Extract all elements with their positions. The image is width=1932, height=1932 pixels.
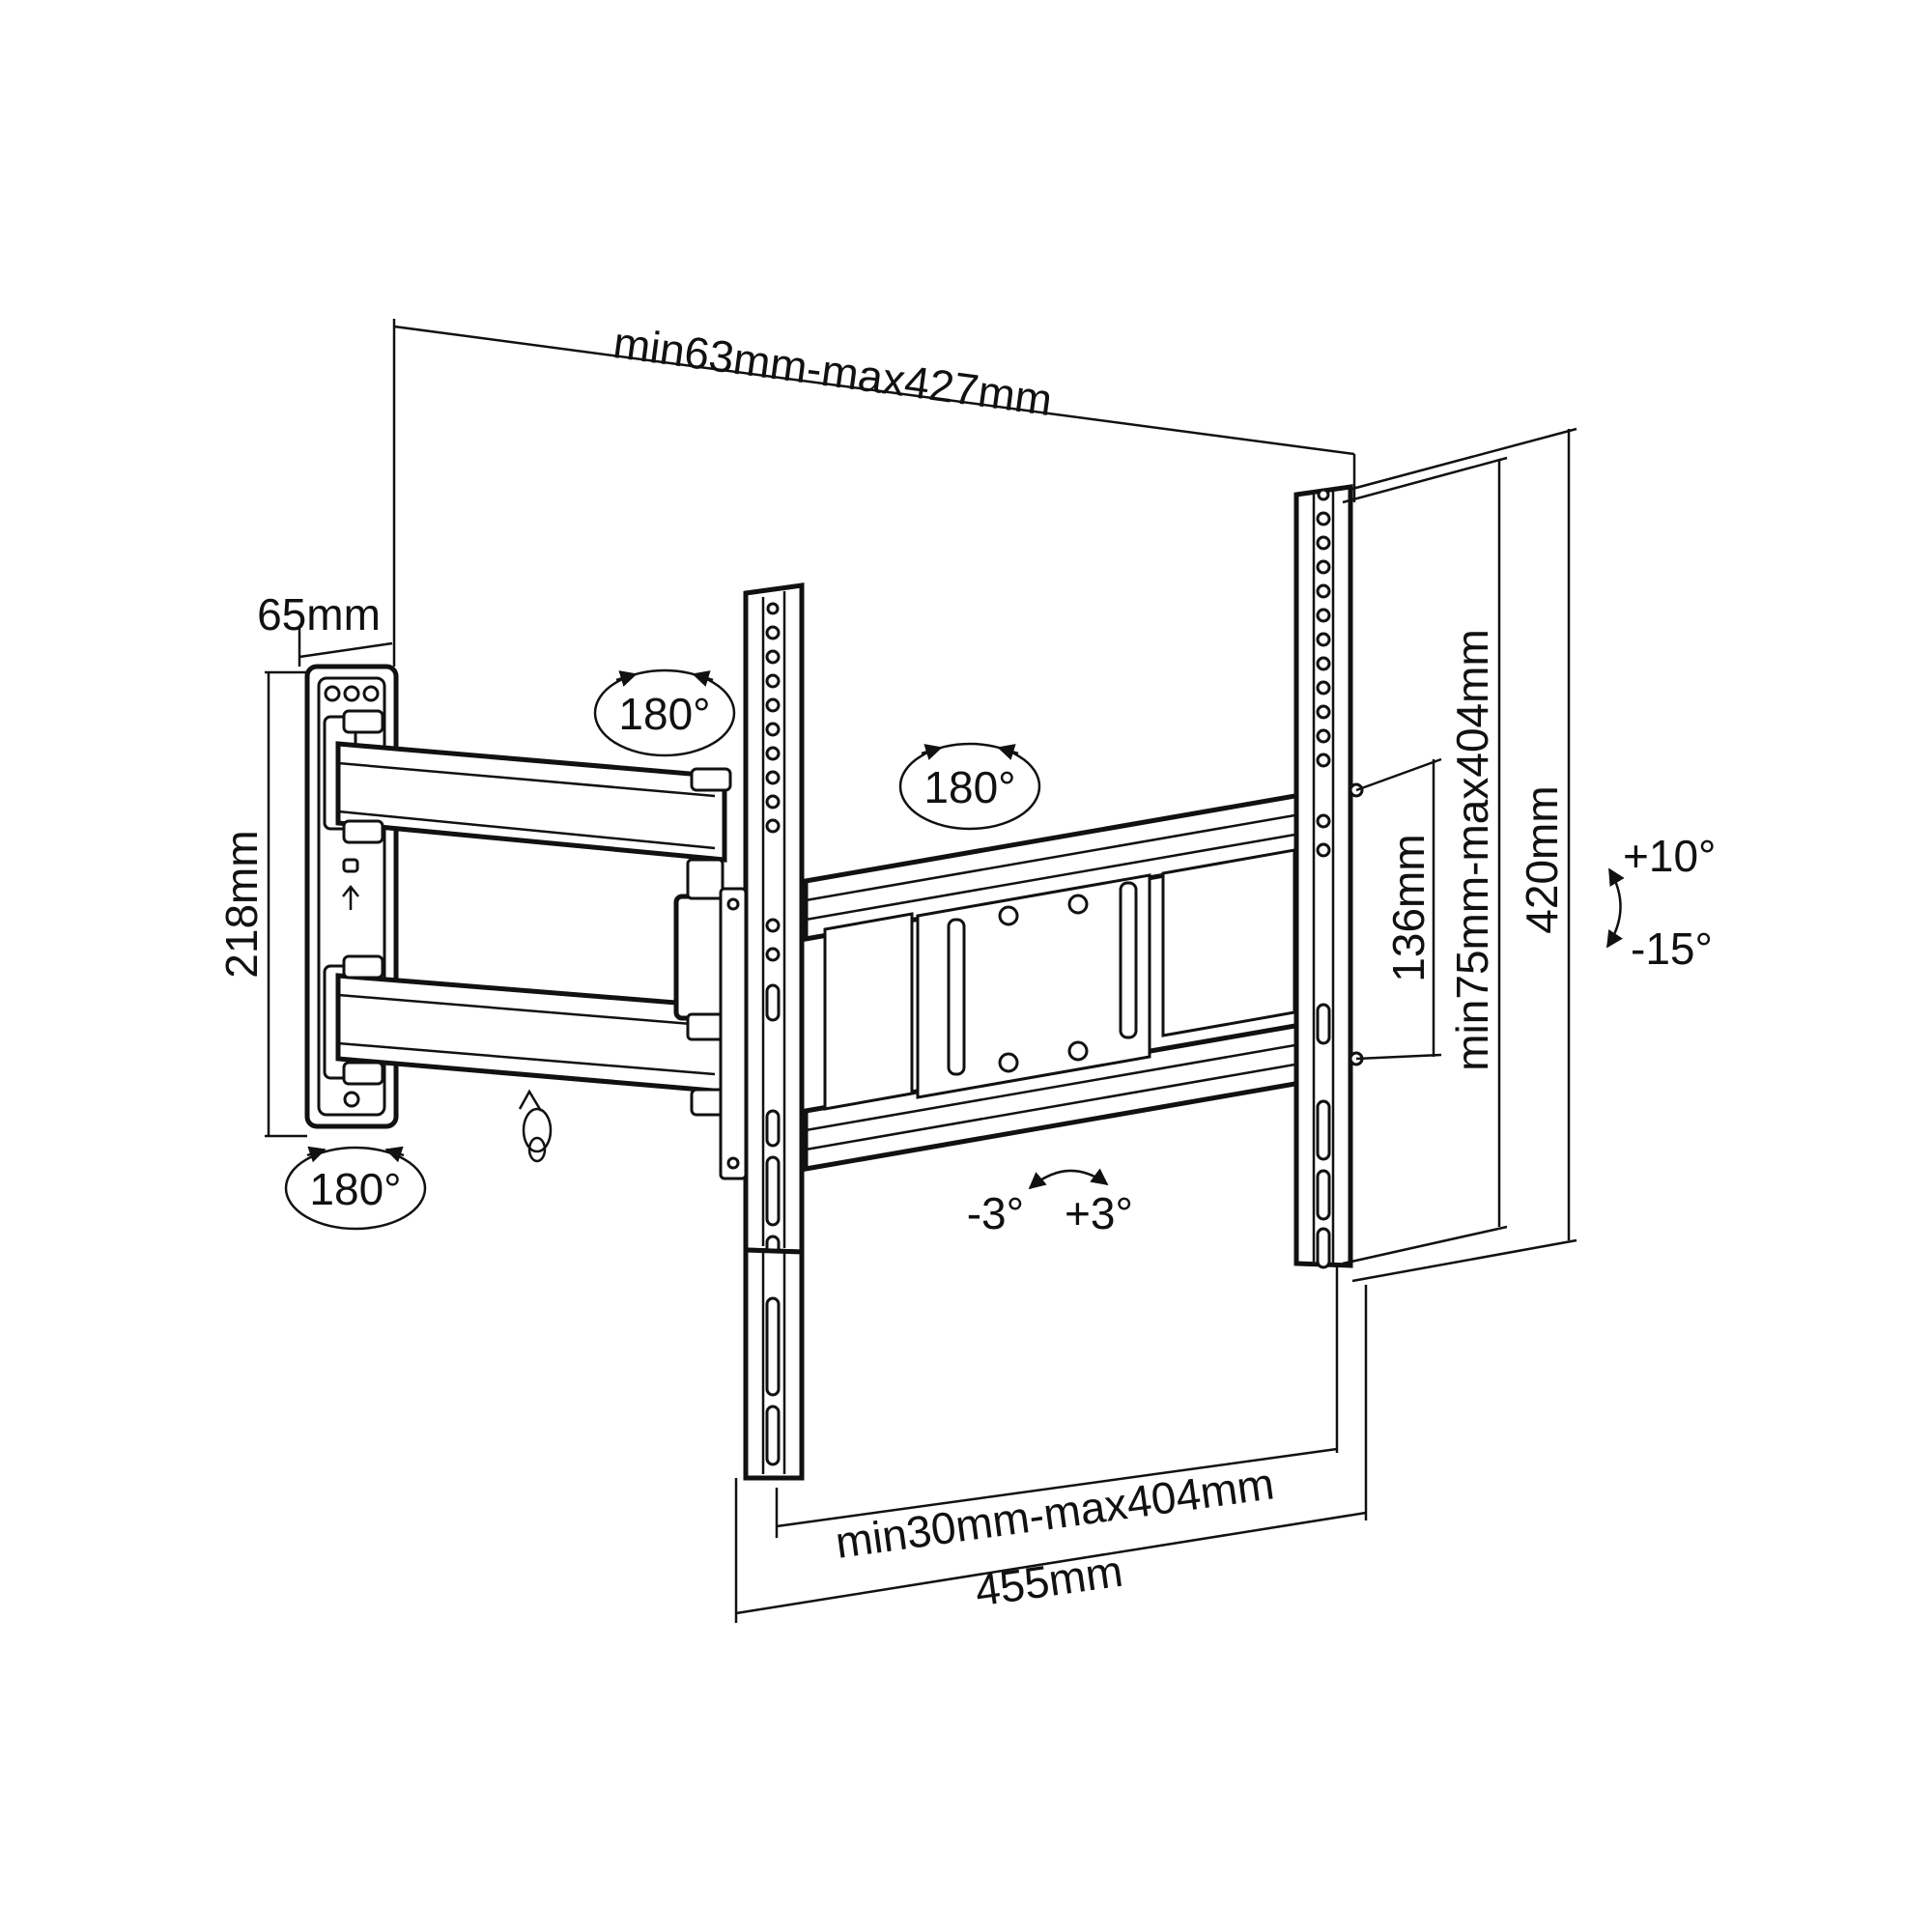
wall-pivot-angle: 180° [309, 1164, 401, 1214]
upper-arm [335, 709, 732, 863]
level-minus-angle: -3° [967, 1188, 1024, 1238]
dim-depth [392, 319, 1356, 667]
dim-vesa-horizontal-label: min30mm-max404mm [833, 1458, 1277, 1568]
center-hinge [673, 858, 735, 1041]
dim-inner-vesa [1355, 757, 1442, 1061]
dim-plate-width [298, 628, 393, 667]
dim-vesa-horizontal [775, 1267, 1339, 1538]
dim-overall-width [734, 1285, 1368, 1623]
dim-overall-height-label: 420mm [1517, 785, 1567, 933]
level-adjust-indicator: -3° +3° [967, 1168, 1133, 1238]
plate-swivel-angle: 180° [923, 762, 1015, 812]
dim-inner-vesa-label: 136mm [1383, 834, 1434, 981]
wall-pivot-rotation-badge: 180° [284, 1146, 427, 1231]
dim-plate-width-label: 65mm [257, 589, 381, 639]
right-vertical-bracket [1293, 484, 1364, 1269]
plate-swivel-rotation-badge: 180° [898, 742, 1041, 831]
tilt-indicator: +10° -15° [1605, 831, 1716, 974]
mount-center-plate [823, 848, 1296, 1111]
dim-overall-width-label: 455mm [972, 1546, 1125, 1616]
left-vertical-bracket [719, 582, 805, 1258]
dim-depth-label: min63mm-max427mm [611, 317, 1055, 425]
dim-plate-height [265, 670, 307, 1138]
left-bracket-lower [743, 1247, 805, 1481]
arm-pivot-rotation-badge: 180° [593, 668, 736, 757]
arm-pivot-angle: 180° [618, 689, 710, 739]
dim-plate-height-label: 218mm [216, 830, 267, 978]
tilt-up-angle: +10° [1623, 831, 1716, 881]
dim-vesa-vertical [1342, 456, 1508, 1265]
dim-overall-height [1351, 427, 1577, 1283]
tilt-down-angle: -15° [1631, 923, 1713, 974]
safety-ring [518, 1089, 553, 1163]
dim-vesa-vertical-label: min75mm-max404mm [1447, 629, 1497, 1071]
level-plus-angle: +3° [1065, 1188, 1133, 1238]
